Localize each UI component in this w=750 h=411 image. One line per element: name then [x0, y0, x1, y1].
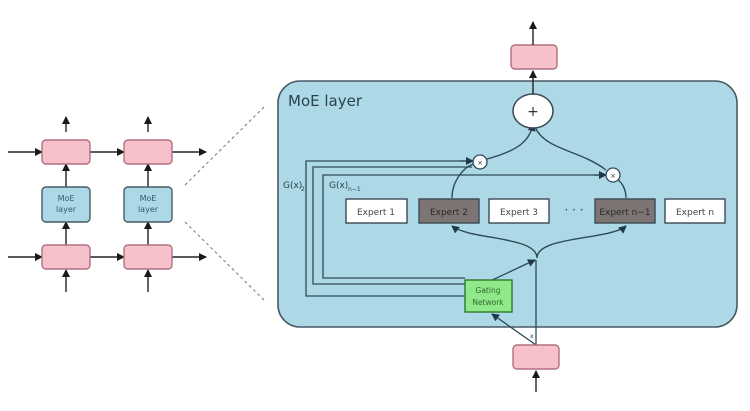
- pink-block: [123, 139, 173, 165]
- moe-block-label: MoE: [58, 194, 75, 203]
- gate-routing: [305, 160, 606, 297]
- pink-block: [41, 139, 91, 165]
- expert-box: [345, 198, 408, 224]
- pink-block: [41, 244, 91, 270]
- route-to-expert-2: [451, 225, 538, 259]
- gate-2-subscript: 2: [301, 186, 305, 193]
- ellipsis: · · ·: [564, 203, 583, 217]
- expert-label: Expert 1: [357, 208, 395, 218]
- input-block: [512, 344, 560, 370]
- moe-block-label: layer: [56, 205, 77, 214]
- expert-label: Expert 2: [430, 208, 468, 218]
- multiply-symbol: ×: [610, 172, 616, 180]
- multiply-node-2: [472, 154, 488, 170]
- expert-box-active: [418, 198, 480, 224]
- moe-block: [123, 186, 173, 223]
- zoom-line: [184, 221, 267, 303]
- pink-block: [123, 244, 173, 270]
- multiply-node-n1: [605, 167, 621, 183]
- expert-box: [664, 198, 726, 224]
- gate-n1-label: G(x): [329, 181, 348, 191]
- expert-box: [488, 198, 550, 224]
- moe-block-label: layer: [138, 205, 159, 214]
- gating-network-label: Network: [472, 298, 504, 307]
- experts-row: Expert 1 Expert 2 Expert 3 · · · Expert …: [345, 198, 726, 224]
- expert-box-active: [594, 198, 656, 224]
- moe-layer-title: MoE layer: [288, 92, 363, 110]
- output-block: [510, 44, 558, 70]
- moe-block-label: MoE: [140, 194, 157, 203]
- sum-symbol: +: [527, 104, 539, 120]
- input-label: x: [530, 333, 534, 340]
- gate-path-outer: [312, 166, 472, 285]
- expert-2-output: [451, 163, 475, 199]
- mult-n1-to-sum: [534, 126, 607, 171]
- gating-network-label: Gating: [476, 286, 501, 295]
- gate-path-inner: [322, 174, 606, 279]
- left-stack: MoE layer MoE layer: [8, 116, 207, 292]
- input-to-gating: [491, 313, 537, 346]
- route-to-expert-n1: [536, 225, 627, 259]
- multiply-symbol: ×: [477, 159, 483, 167]
- gate-path-outer-2: [305, 160, 472, 297]
- gating-network: [464, 279, 513, 313]
- expert-label: Expert n: [676, 208, 714, 218]
- gate-n1-subscript: n−1: [348, 186, 361, 193]
- gating-to-router: [487, 259, 536, 283]
- zoom-line: [184, 104, 267, 186]
- gate-2-label: G(x): [283, 181, 302, 191]
- moe-block: [41, 186, 91, 223]
- expert-label: Expert 3: [500, 208, 538, 218]
- expert-label: Expert n−1: [599, 208, 650, 218]
